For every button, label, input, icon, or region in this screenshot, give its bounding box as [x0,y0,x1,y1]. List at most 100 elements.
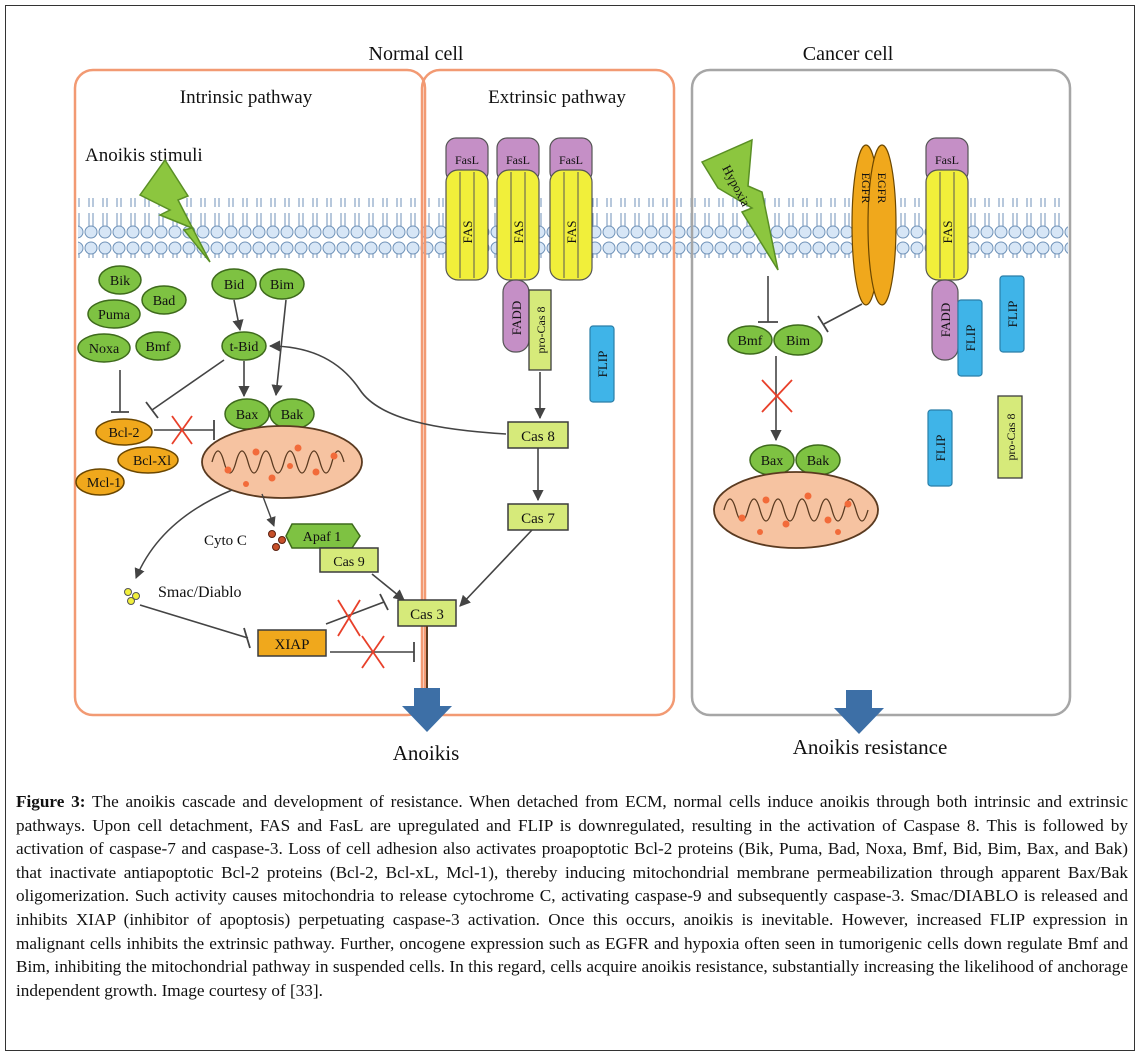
normal-intrinsic-panel [73,68,427,717]
svg-text:Puma: Puma [98,308,131,323]
svg-text:Bak: Bak [807,454,830,469]
inhibit-smac-xiap [139,604,249,639]
svg-text:Bcl-2: Bcl-2 [108,426,139,441]
anoikis-stimuli-label: Anoikis stimuli [85,145,203,166]
smac-molecules-icon [124,588,140,605]
arrow-bid-tbid [232,299,244,332]
svg-text:FAS: FAS [511,221,526,244]
svg-text:Bax: Bax [236,408,259,423]
svg-text:Cas 3: Cas 3 [410,607,444,623]
svg-text:EGFR: EGFR [875,173,889,204]
arrow-cas8-tbid [268,340,507,435]
bid-node [211,268,257,300]
svg-text:FasL: FasL [935,153,959,167]
svg-text:Cas 8: Cas 8 [521,429,555,445]
bik-node [98,265,142,295]
blocked-x-icon [171,415,193,445]
svg-text:Bmf: Bmf [146,340,171,355]
anoikis-outcome: Anoikis [393,741,460,765]
normal-extrinsic-panel [420,68,676,717]
anoikis-diagram: Normal cell Cancer cell Intrinsic pathwa… [73,43,1072,765]
svg-text:Bim: Bim [270,278,294,293]
svg-text:FAS: FAS [460,221,475,244]
inhibit-tbid-bcl2 [151,359,225,411]
svg-text:EGFR: EGFR [859,173,873,204]
xiap-node [257,629,327,657]
arrow-cas7-cas3 [459,529,533,607]
svg-text:FasL: FasL [506,153,530,167]
mitochondrion-normal-icon [201,425,363,499]
svg-text:FADD: FADD [509,301,524,335]
svg-text:Noxa: Noxa [89,342,120,357]
extrinsic-pathway-title: Extrinsic pathway [488,87,626,108]
anoikis-arrow-icon [402,688,452,732]
cas3-node [397,599,457,627]
arrow-bim-bak [271,299,287,397]
bim-node-cancer [773,324,823,356]
anoikis-resistance-outcome: Anoikis resistance [793,735,948,759]
caption-label: Figure 3: [16,792,86,811]
puma-node [87,299,141,329]
noxa-node [77,333,131,363]
svg-text:FAS: FAS [564,221,579,244]
cancer-cell-title: Cancer cell [803,43,894,65]
intrinsic-pathway-title: Intrinsic pathway [180,87,313,108]
cas7-node [507,503,569,531]
procas8-node-cancer [997,395,1023,479]
svg-text:FLIP: FLIP [1005,301,1020,328]
inhibit-egfr-bim [823,303,863,325]
hypoxia-bolt-icon: Hypoxia [700,138,779,271]
svg-text:FLIP: FLIP [963,325,978,352]
figure-caption: Figure 3: The anoikis cascade and develo… [16,790,1128,1002]
svg-text:XIAP: XIAP [274,637,309,653]
tbid-node [221,331,267,361]
flip-node-cancer-1 [957,299,983,377]
arrow-mito-smac [134,489,233,579]
fas-receptor-1: FasL FAS [445,137,489,281]
svg-text:FasL: FasL [455,153,479,167]
svg-text:Bid: Bid [224,278,244,293]
svg-text:Bak: Bak [281,408,304,423]
fas-receptor-3: FasL FAS [549,137,593,281]
cancer-cell-panel [690,68,1072,717]
fas-receptor-group: FasL FAS FasL FAS FasL FAS [445,137,593,281]
anoikis-stimuli-bolt-icon [138,158,211,263]
svg-text:Bad: Bad [153,294,176,309]
arrow-mito-cytoc [261,493,276,527]
svg-text:Cas 7: Cas 7 [521,511,555,527]
svg-text:t-Bid: t-Bid [230,340,259,355]
smac-diablo-label: Smac/Diablo [158,584,242,601]
fas-receptor-cancer: FasL FAS [925,137,969,281]
mitochondrion-cancer-icon [713,471,879,549]
arrow-cas9-cas3 [371,573,405,601]
bh3-proteins-cluster: Bik Bad Puma Noxa Bmf [77,265,187,363]
svg-text:Bik: Bik [110,274,130,289]
egfr-receptor: EGFR EGFR [851,144,897,306]
normal-cell-title: Normal cell [369,43,464,65]
svg-text:Bcl-Xl: Bcl-Xl [133,454,171,469]
svg-text:pro-Cas 8: pro-Cas 8 [534,307,548,354]
cas9-node [319,547,379,573]
flip-node-cancer-3 [927,409,953,487]
figure-frame [5,5,1135,1051]
svg-text:FADD: FADD [938,303,953,337]
cyto-c-label: Cyto C [204,533,247,549]
bmf-node-cancer [727,325,773,355]
svg-text:Cas 9: Cas 9 [333,555,365,570]
procas8-node [528,289,552,371]
flip-node-normal [589,325,615,403]
bim-node [259,268,305,300]
mcl1-node [75,468,125,496]
cas8-node [507,421,569,449]
flip-node-cancer-2 [999,275,1025,353]
svg-text:Apaf 1: Apaf 1 [303,530,342,545]
svg-text:Bmf: Bmf [738,334,763,349]
svg-text:FAS: FAS [940,221,955,244]
svg-text:Mcl-1: Mcl-1 [87,476,121,491]
cyto-c-molecules-icon [268,530,286,551]
svg-text:FLIP: FLIP [595,351,610,378]
inhibit-xiap-cas3 [325,601,385,625]
svg-text:FasL: FasL [559,153,583,167]
svg-text:Bim: Bim [786,334,810,349]
bmf-node [135,331,181,361]
